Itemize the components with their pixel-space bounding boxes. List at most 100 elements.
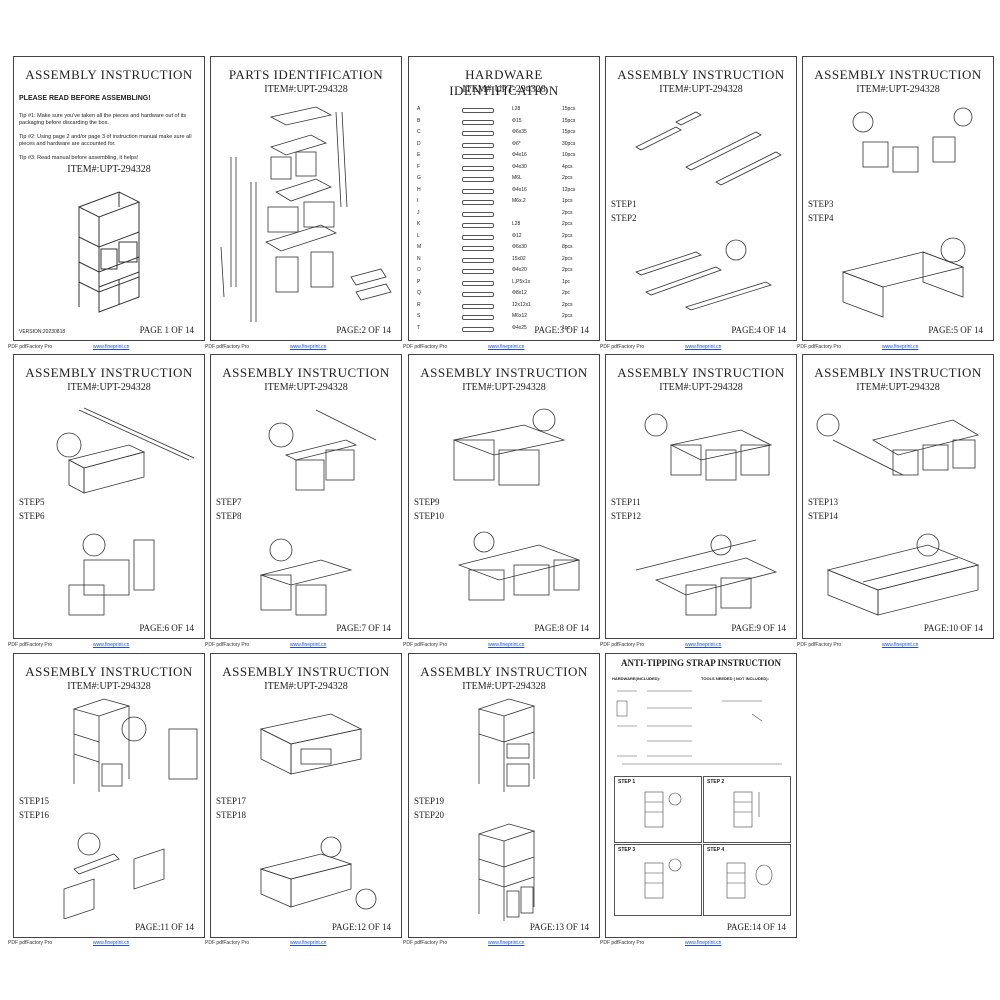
footer-link[interactable]: www.fineprint.cn: [685, 642, 722, 648]
footer-link[interactable]: www.fineprint.cn: [93, 940, 130, 946]
hardware-quantity: 30pcs: [562, 140, 576, 147]
page-title: ASSEMBLY INSTRUCTION: [25, 664, 193, 679]
step-illustration: [477, 698, 536, 792]
hardware-quantity: 2pcs: [562, 301, 573, 308]
item-number: ITEM#:UPT-294328: [67, 382, 151, 393]
hardware-quantity: 2pcs: [562, 209, 573, 216]
page-number: PAGE:5 OF 14: [928, 325, 983, 335]
footer-link[interactable]: www.fineprint.cn: [290, 642, 327, 648]
step-illustration: [635, 534, 778, 616]
hardware-letter: C: [417, 129, 421, 135]
footer: PDF pdfFactory Pro www.fineprint.cn: [797, 344, 987, 351]
step-label: STEP9: [414, 497, 440, 507]
footer-link[interactable]: www.fineprint.cn: [882, 344, 919, 350]
footer-left: PDF pdfFactory Pro: [600, 642, 645, 648]
footer-left: PDF pdfFactory Pro: [600, 344, 645, 350]
hardware-letter: K: [417, 221, 421, 227]
footer: PDF pdfFactory Pro www.fineprint.cn: [600, 642, 790, 649]
hardware-letter: B: [417, 117, 421, 124]
step-label: STEP14: [808, 511, 839, 521]
hardware-letter: E: [417, 152, 421, 158]
hardware-quantity: 12pcs: [562, 186, 576, 193]
footer-link[interactable]: www.fineprint.cn: [488, 642, 525, 648]
page-11: ASSEMBLY INSTRUCTION ITEM#:UPT-294328 ST…: [13, 653, 205, 938]
step-label: STEP13: [808, 497, 839, 507]
item-number: ITEM#:UPT-294328: [67, 164, 151, 175]
step-illustration: [726, 862, 773, 899]
hardware-row: R 12x12x1 2pcs: [417, 301, 592, 310]
screw-icon: [462, 234, 494, 240]
page-3: HARDWARE IDENTIFICATION ITEM#:UPT-294328…: [408, 56, 600, 341]
footer-link[interactable]: www.fineprint.cn: [882, 642, 919, 648]
page-title: ASSEMBLY INSTRUCTION: [617, 67, 785, 82]
footer-link[interactable]: www.fineprint.cn: [488, 344, 525, 350]
footer-link[interactable]: www.fineprint.cn: [685, 344, 722, 350]
step-illustration: [644, 791, 682, 828]
footer-link[interactable]: www.fineprint.cn: [93, 642, 130, 648]
hardware-letter: I: [417, 198, 419, 204]
page-6: ASSEMBLY INSTRUCTION ITEM#:UPT-294328 ST…: [13, 354, 205, 639]
step-label: STEP6: [19, 511, 45, 521]
hardware-quantity: 2pcs: [562, 232, 573, 239]
warning-text: PLEASE READ BEFORE ASSEMBLING!: [19, 95, 151, 102]
hardware-spec: Φ8x12: [512, 290, 527, 296]
hardware-letter: R: [417, 301, 421, 308]
screw-icon: [462, 108, 494, 113]
item-number: ITEM#:UPT-294328: [264, 681, 348, 692]
page-number: PAGE 1 OF 14: [139, 325, 194, 335]
screw-icon: [462, 326, 494, 332]
hardware-spec: L28: [512, 106, 521, 112]
step-label: STEP11: [611, 497, 641, 507]
strap-step-2: STEP 2: [703, 776, 791, 843]
screw-icon: [462, 292, 494, 297]
footer-link[interactable]: www.fineprint.cn: [488, 940, 525, 946]
page-number: PAGE:13 OF 14: [529, 922, 589, 932]
footer: PDF pdfFactory Pro www.fineprint.cn: [205, 642, 395, 649]
hardware-illustration: [616, 690, 782, 765]
screw-icon: [462, 246, 494, 251]
footer-left: PDF pdfFactory Pro: [600, 940, 645, 946]
hardware-spec: 12x12x1: [512, 301, 531, 308]
screw-icon: [462, 188, 494, 194]
item-number: ITEM#:UPT-294328: [659, 382, 743, 393]
hardware-spec: Φ6x30: [512, 244, 527, 250]
hardware-quantity: 8pcs: [562, 244, 573, 250]
step-illustration: [452, 408, 566, 486]
step-label: STEP17: [216, 796, 247, 806]
page-title: ASSEMBLY INSTRUCTION: [222, 664, 390, 679]
step-label: STEP12: [611, 511, 642, 521]
step-illustration: [259, 836, 377, 910]
screw-icon: [462, 142, 494, 148]
step-title: STEP 3: [618, 847, 636, 853]
step-illustration: [852, 107, 973, 173]
item-number: ITEM#:UPT-294328: [856, 84, 940, 95]
step-illustration: [259, 713, 363, 775]
step-title: STEP 4: [707, 847, 725, 853]
page-title: ASSEMBLY INSTRUCTION: [25, 67, 193, 82]
screw-icon: [462, 269, 494, 274]
item-number: ITEM#:UPT-294328: [659, 84, 743, 95]
page-1: ASSEMBLY INSTRUCTION PLEASE READ BEFORE …: [13, 56, 205, 341]
footer-left: PDF pdfFactory Pro: [205, 642, 250, 648]
hardware-quantity: 10pcs: [562, 152, 576, 158]
step-illustration: [644, 858, 682, 899]
footer-left: PDF pdfFactory Pro: [797, 344, 842, 350]
footer-link[interactable]: www.fineprint.cn: [290, 940, 327, 946]
hardware-letter: G: [417, 175, 421, 181]
step-label: STEP16: [19, 810, 50, 820]
step-label: STEP20: [414, 810, 445, 820]
footer-link[interactable]: www.fineprint.cn: [685, 940, 722, 946]
hardware-quantity: 15pcs: [562, 117, 576, 124]
footer-link[interactable]: www.fineprint.cn: [93, 344, 130, 350]
page-number: PAGE:3 OF 14: [534, 325, 589, 335]
hardware-quantity: 15pcs: [562, 129, 576, 135]
screw-icon: [462, 257, 494, 263]
hardware-spec: L28: [512, 221, 521, 227]
footer-link[interactable]: www.fineprint.cn: [290, 344, 327, 350]
